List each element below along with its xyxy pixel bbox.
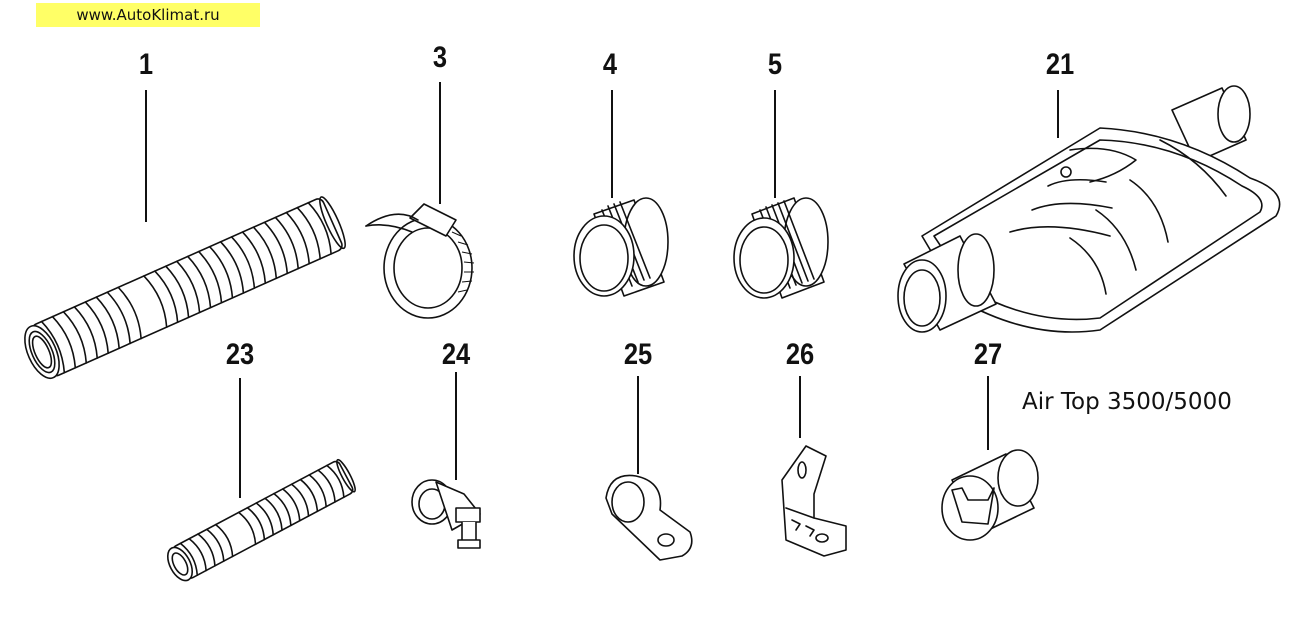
part-number-25: 25 (623, 338, 653, 371)
site-watermark[interactable]: www.AutoKlimat.ru (36, 3, 260, 27)
part-number-4: 4 (602, 48, 618, 81)
part-number-26: 26 (785, 338, 815, 371)
exhaust-silencer-icon (897, 85, 1281, 333)
pipe-clamp-with-bolt-icon (411, 372, 481, 549)
flexible-exhaust-hose-icon (24, 90, 346, 380)
part-number-23: 23 (225, 338, 255, 371)
end-cap-icon (941, 376, 1039, 541)
p-clip-icon (605, 376, 693, 561)
hose-connector-icon (733, 90, 829, 299)
part-number-5: 5 (767, 48, 783, 81)
model-caption: Air Top 3500/5000 (1022, 389, 1232, 415)
hose-clamp-icon (365, 82, 475, 319)
part-number-1: 1 (138, 48, 154, 81)
part-number-21: 21 (1045, 48, 1075, 81)
part-number-24: 24 (441, 338, 471, 371)
flexible-hose-short-icon (166, 378, 356, 582)
part-number-3: 3 (432, 41, 448, 74)
mounting-bracket-icon (781, 376, 847, 557)
part-number-27: 27 (973, 338, 1003, 371)
hose-connector-icon (573, 90, 669, 297)
